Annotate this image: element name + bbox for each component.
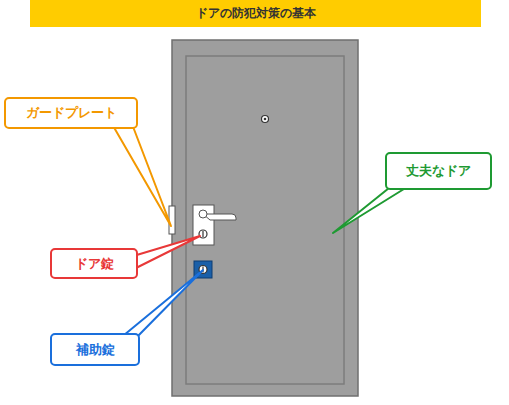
callout-box: ドア錠 [50,248,138,279]
keyhole [202,231,203,237]
callout-box: ガードプレート [4,97,138,129]
callout-tail [118,270,203,340]
callout-text: 補助錠 [76,341,115,359]
door [172,40,358,396]
callout-tail [112,124,171,226]
peephole-lens [264,118,267,121]
callout-box: 丈夫なドア [385,152,492,190]
callout-box: 補助錠 [50,333,140,366]
guard-plate [169,206,175,234]
title-band: ドアの防犯対策の基本 [30,0,481,27]
handle-base [199,210,207,218]
door-panel [186,56,344,384]
callout-tail [333,184,412,233]
callout-text: ドア錠 [75,255,114,273]
callout-tail [130,236,200,271]
callout-text: 丈夫なドア [406,162,471,180]
peephole [262,116,269,123]
lever-handle [203,214,236,220]
callout-text: ガードプレート [26,104,117,122]
